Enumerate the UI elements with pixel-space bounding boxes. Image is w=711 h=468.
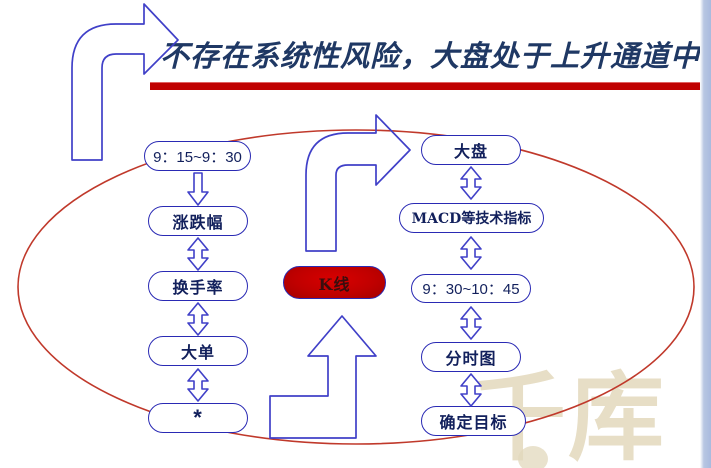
- right-connector-2-double-arrow: [460, 306, 482, 340]
- page-title: 不存在系统性风险，大盘处于上升通道中: [160, 39, 701, 73]
- watermark-dot: [518, 446, 548, 468]
- left-node-2-label: 换手率: [172, 278, 224, 297]
- right-node-1-label: MACD等技术指标: [411, 211, 532, 227]
- bent-arrow-to-kline: [269, 315, 377, 439]
- right-node-0-label: 大盘: [453, 142, 488, 161]
- right-node-0[interactable]: 大盘: [421, 135, 521, 165]
- left-node-3[interactable]: 大单: [148, 336, 248, 366]
- left-node-1[interactable]: 涨跌幅: [148, 206, 248, 236]
- right-node-2-label: 9：30~10：45: [422, 281, 520, 298]
- page-edge-strip: [700, 0, 711, 468]
- left-node-3-label: 大单: [180, 343, 215, 362]
- red-ellipse-outline: [17, 129, 695, 445]
- left-node-1-label: 涨跌幅: [172, 213, 224, 232]
- left-connector-0-down-arrow: [187, 172, 209, 206]
- right-node-2[interactable]: 9：30~10：45: [411, 274, 531, 303]
- left-node-4-label: *: [193, 405, 203, 430]
- left-connector-1-double-arrow: [187, 237, 209, 271]
- kline-label: K线: [318, 274, 351, 294]
- left-node-0[interactable]: 9：15~9：30: [144, 141, 251, 171]
- kline-node[interactable]: K线: [283, 266, 386, 299]
- bent-arrow-to-title: [71, 3, 179, 161]
- right-node-3-label: 分时图: [445, 349, 497, 368]
- left-node-2[interactable]: 换手率: [148, 271, 248, 301]
- right-node-1[interactable]: MACD等技术指标: [399, 203, 544, 233]
- left-node-4[interactable]: *: [148, 403, 248, 433]
- title-underline-rule: [150, 82, 700, 90]
- right-node-4[interactable]: 确定目标: [421, 406, 526, 436]
- left-connector-3-double-arrow: [187, 368, 209, 402]
- bent-arrow-to-market: [305, 114, 411, 252]
- left-connector-2-double-arrow: [187, 302, 209, 336]
- left-node-0-label: 9：15~9：30: [153, 148, 242, 166]
- right-node-3[interactable]: 分时图: [421, 342, 521, 372]
- right-node-4-label: 确定目标: [439, 413, 508, 432]
- right-connector-3-double-arrow: [460, 373, 482, 407]
- right-connector-0-double-arrow: [460, 166, 482, 200]
- right-connector-1-double-arrow: [460, 236, 482, 270]
